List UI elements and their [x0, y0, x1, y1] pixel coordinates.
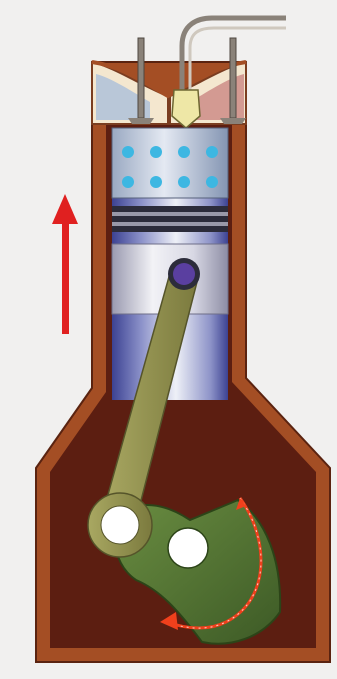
- exhaust-valve-head: [220, 118, 246, 124]
- intake-valve-stem: [138, 38, 144, 118]
- charge-dot: [178, 176, 190, 188]
- crank-pin: [101, 506, 139, 544]
- arrow-up-icon: [52, 194, 78, 334]
- charge-dot: [178, 146, 190, 158]
- exhaust-valve-stem: [230, 38, 236, 118]
- piston-rings: [112, 206, 228, 232]
- charge-dot: [206, 146, 218, 158]
- wrist-pin: [173, 263, 195, 285]
- charge-dot: [122, 176, 134, 188]
- charge-dot: [122, 146, 134, 158]
- charge-dot: [206, 176, 218, 188]
- charge-dot: [150, 146, 162, 158]
- intake-valve-head: [128, 118, 154, 124]
- charge-dot: [150, 176, 162, 188]
- crankshaft-journal: [168, 528, 208, 568]
